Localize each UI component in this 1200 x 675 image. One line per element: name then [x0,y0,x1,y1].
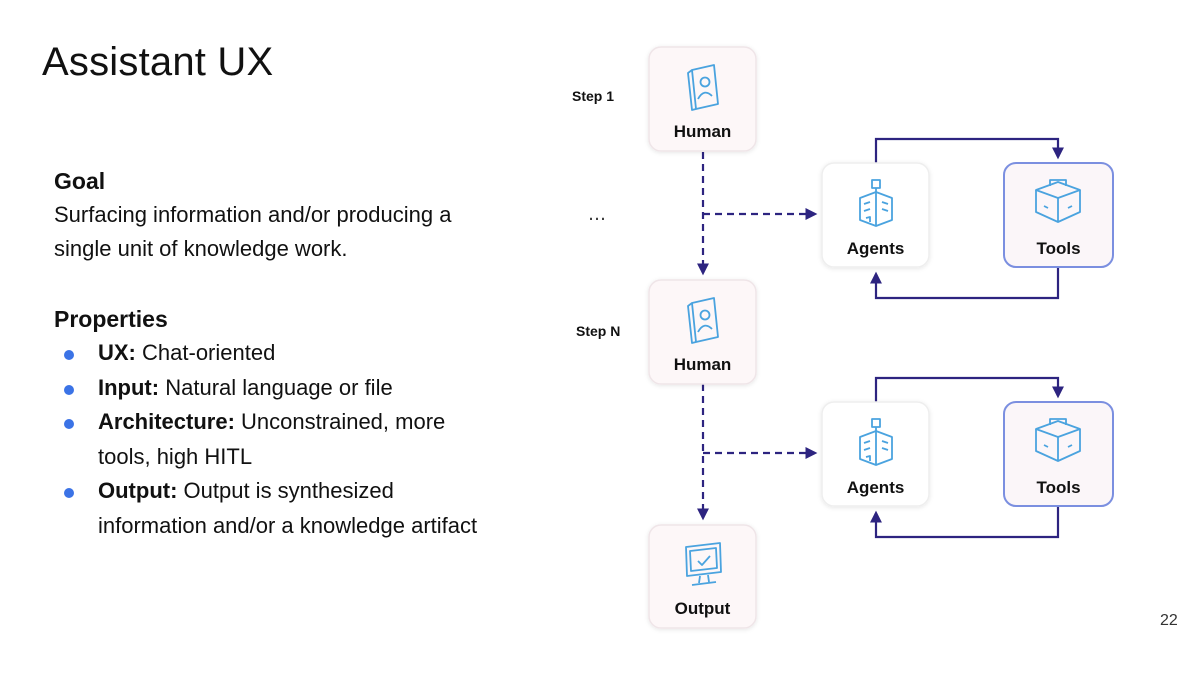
goal-line: single unit of knowledge work. [54,236,348,261]
bullet-icon [64,419,74,429]
property-text-continued: information and/or a knowledge artifact [98,512,478,538]
node-label: Output [675,599,731,618]
text-panel: Goal Surfacing information and/or produc… [54,166,554,543]
property-text: Natural language or file [165,374,393,400]
property-label: Architecture: [98,409,235,434]
node-label: Human [674,355,732,374]
building-icon [859,418,893,466]
node-human-n: Human [648,279,757,385]
node-label: Agents [847,478,905,497]
property-text-continued: tools, high HITL [98,443,253,469]
property-text: Output is synthesized [183,478,394,503]
node-label: Tools [1036,478,1080,497]
property-text: Unconstrained, more [241,409,446,434]
step-label-last: Step N [576,323,620,339]
loop-agents-to-tools-n [874,376,1065,402]
toolbox-icon [1035,179,1081,223]
bullet-icon [64,488,74,498]
property-label: Input: [98,374,160,400]
building-icon [859,179,893,227]
loop-agents-to-tools-1 [874,137,1065,163]
property-text: Chat-oriented [142,340,276,365]
loop-tools-to-agents-1 [869,267,1060,300]
property-item-output: Output: Output is synthesized informatio… [54,474,554,543]
node-label: Agents [847,239,905,258]
node-tools-1: Tools [1003,162,1114,268]
goal-line: Surfacing information and/or producing a [54,202,452,227]
node-agents-1: Agents [821,162,930,268]
goal-text: Surfacing information and/or producing a… [54,198,554,266]
property-item-input: Input: Natural language or file [54,371,554,406]
bullet-icon [64,384,74,395]
page-number: 22 [1160,612,1178,629]
goal-heading: Goal [54,168,106,194]
property-label: UX: [98,340,136,365]
bullet-icon [64,350,74,360]
ellipsis: … [588,204,606,225]
person-card-icon [687,64,719,111]
property-item-ux: UX: Chat-oriented [54,336,554,371]
properties-heading: Properties [54,306,168,332]
property-item-architecture: Architecture: Unconstrained, more tools,… [54,405,554,474]
toolbox-icon [1035,418,1081,462]
node-tools-n: Tools [1003,401,1114,507]
node-output: Output [648,524,757,629]
person-card-icon [687,297,719,344]
step-label-first: Step 1 [572,88,614,104]
property-label: Output: [98,478,178,503]
node-agents-n: Agents [821,401,930,507]
node-label: Tools [1036,239,1080,258]
loop-tools-to-agents-n [869,506,1060,539]
node-human-1: Human [648,46,757,152]
monitor-icon [685,542,722,586]
properties-list: UX: Chat-oriented Input: Natural languag… [54,336,554,543]
node-label: Human [674,122,732,141]
slide-title: Assistant UX [42,40,274,84]
connectors [696,137,1065,539]
